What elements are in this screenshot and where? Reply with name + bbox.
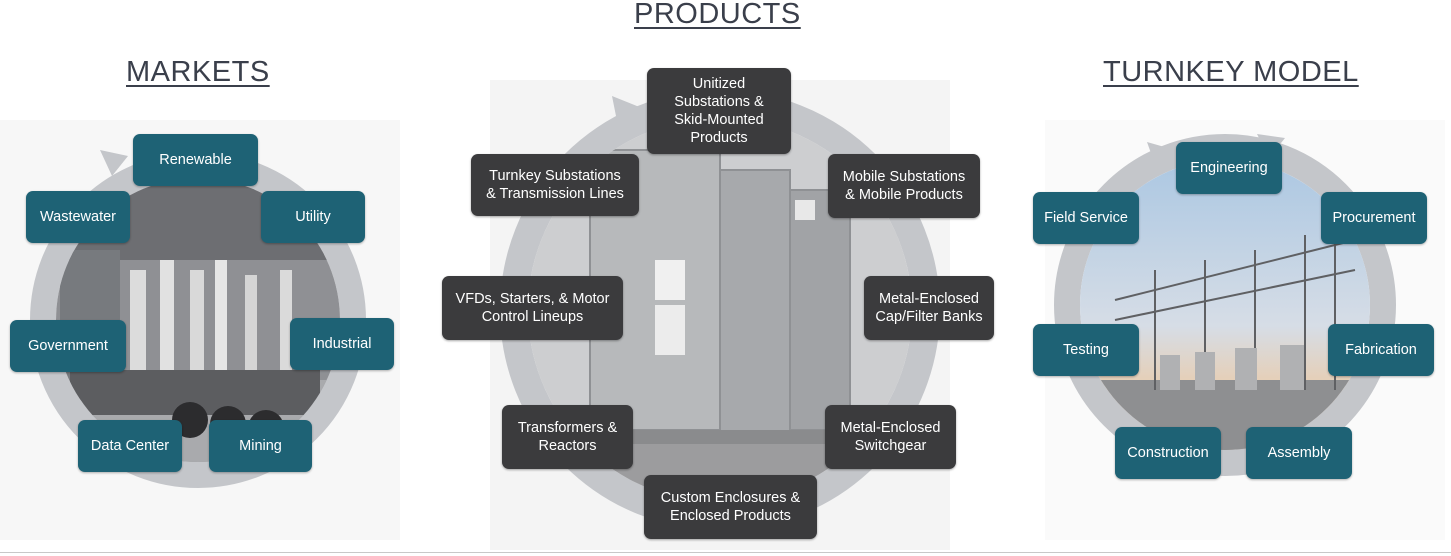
market-industrial: Industrial bbox=[290, 318, 394, 370]
turnkey-engineering: Engineering bbox=[1176, 142, 1282, 194]
market-wastewater: Wastewater bbox=[26, 191, 130, 243]
product-transformers-reactors: Transformers & Reactors bbox=[502, 405, 633, 469]
turnkey-construction: Construction bbox=[1115, 427, 1221, 479]
markets-heading: MARKETS bbox=[126, 56, 270, 88]
market-utility: Utility bbox=[261, 191, 365, 243]
turnkey-model-heading: TURNKEY MODEL bbox=[1103, 56, 1359, 88]
product-metal-enclosed-cap-filter-banks: Metal-Enclosed Cap/Filter Banks bbox=[864, 276, 994, 340]
bottom-divider bbox=[0, 552, 1451, 553]
product-custom-enclosures: Custom Enclosures & Enclosed Products bbox=[644, 475, 817, 539]
turnkey-procurement: Procurement bbox=[1321, 192, 1427, 244]
product-vfds-starters-motor-control: VFDs, Starters, & Motor Control Lineups bbox=[442, 276, 623, 340]
market-government: Government bbox=[10, 320, 126, 372]
product-turnkey-substations: Turnkey Substations & Transmission Lines bbox=[471, 154, 639, 216]
product-mobile-substations: Mobile Substations & Mobile Products bbox=[828, 154, 980, 218]
market-data-center: Data Center bbox=[78, 420, 182, 472]
turnkey-fabrication: Fabrication bbox=[1328, 324, 1434, 376]
market-renewable: Renewable bbox=[133, 134, 258, 186]
market-mining: Mining bbox=[209, 420, 312, 472]
turnkey-assembly: Assembly bbox=[1246, 427, 1352, 479]
turnkey-testing: Testing bbox=[1033, 324, 1139, 376]
cycle-arrow-icon bbox=[100, 150, 128, 176]
product-metal-enclosed-switchgear: Metal-Enclosed Switchgear bbox=[825, 405, 956, 469]
products-heading: PRODUCTS bbox=[634, 0, 801, 30]
turnkey-field-service: Field Service bbox=[1033, 192, 1139, 244]
cycle-arrow-icon bbox=[612, 96, 642, 126]
product-unitized-substations: Unitized Substations & Skid-Mounted Prod… bbox=[647, 68, 791, 154]
